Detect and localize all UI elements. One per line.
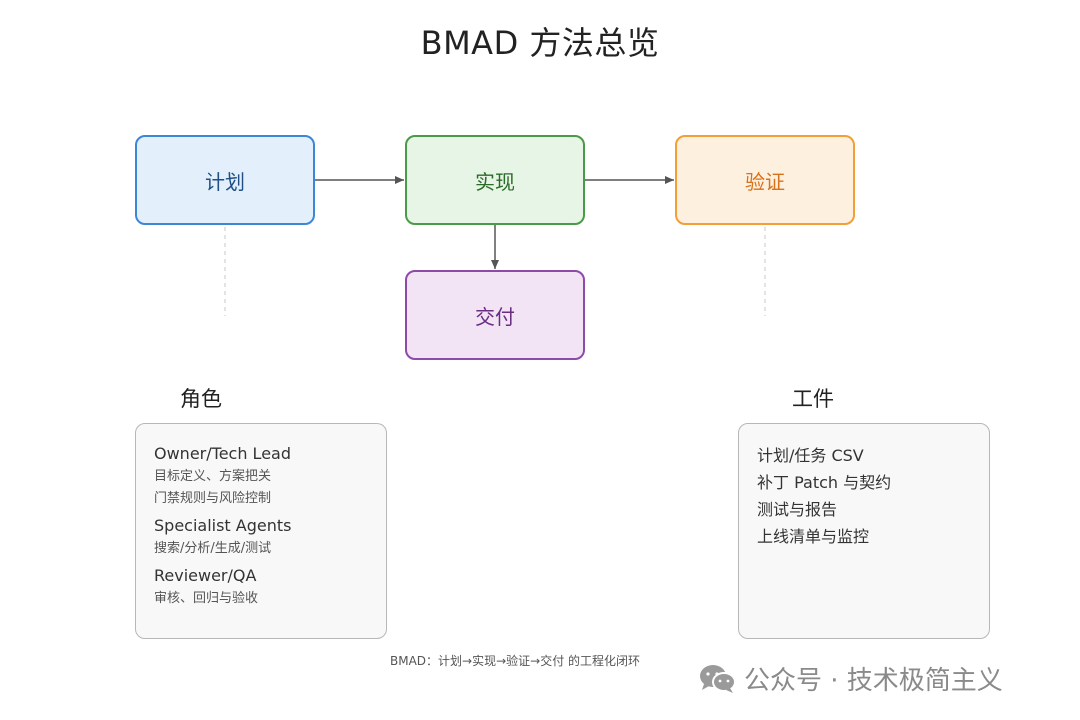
artifacts-heading: 工件: [792, 387, 834, 411]
page-title: BMAD 方法总览: [420, 24, 660, 62]
artifact-item: 计划/任务 CSV: [757, 446, 864, 465]
role-desc: 审核、回归与验收: [154, 591, 259, 606]
artifact-item: 补丁 Patch 与契约: [757, 473, 892, 492]
node-plan: 计划: [135, 135, 315, 225]
watermark-text: 公众号 · 技术极简主义: [744, 666, 1003, 696]
role-desc: 搜索/分析/生成/测试: [154, 541, 272, 556]
diagram-caption: BMAD：计划→实现→验证→交付 的工程化闭环: [390, 654, 641, 668]
node-deliver: 交付: [405, 270, 585, 360]
role-name-owner: Owner/Tech Lead: [154, 444, 291, 463]
role-desc: 门禁规则与风险控制: [154, 491, 272, 506]
roles-panel: Owner/Tech Lead 目标定义、方案把关 门禁规则与风险控制 Spec…: [135, 423, 387, 639]
role-name-reviewer: Reviewer/QA: [154, 566, 257, 585]
node-verify: 验证: [675, 135, 855, 225]
roles-heading: 角色: [180, 387, 222, 411]
node-implement: 实现: [405, 135, 585, 225]
watermark: 公众号 · 技术极简主义: [698, 660, 1003, 697]
role-desc: 目标定义、方案把关: [154, 469, 272, 484]
artifacts-panel: 计划/任务 CSV 补丁 Patch 与契约 测试与报告 上线清单与监控: [738, 423, 990, 639]
role-name-specialist: Specialist Agents: [154, 516, 292, 535]
artifact-item: 测试与报告: [757, 500, 838, 519]
artifact-item: 上线清单与监控: [757, 527, 870, 546]
wechat-icon: [700, 664, 736, 693]
